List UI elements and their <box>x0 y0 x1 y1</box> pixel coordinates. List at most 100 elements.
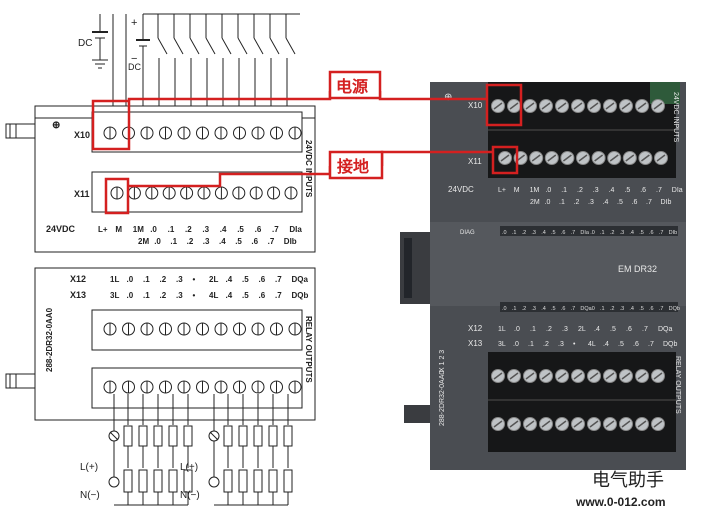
output-load <box>153 394 163 505</box>
drawing-x13-label: X13 <box>70 290 86 300</box>
x12-terminal <box>122 322 135 336</box>
module-screw <box>622 151 637 165</box>
led-label: .7 <box>659 230 664 236</box>
terminal-label: .7 <box>275 275 282 284</box>
led-label: .0 <box>502 230 507 236</box>
x12-terminal <box>214 322 228 336</box>
module-screw <box>523 99 537 113</box>
terminal-label: .1 <box>528 341 534 348</box>
power-box-module <box>485 83 523 127</box>
x13-terminal <box>251 380 265 394</box>
module-24v-label: 24VDC <box>448 185 474 194</box>
module-screw <box>560 151 575 165</box>
line-drawing: DC + − DC <box>5 13 316 506</box>
terminal-label: M <box>514 187 520 194</box>
terminal-label: .3 <box>588 199 594 206</box>
terminal-label: .5 <box>235 237 242 246</box>
terminal-label: DIb <box>661 199 672 206</box>
module-x10-label: X10 <box>468 101 483 110</box>
module-screw <box>523 369 537 383</box>
terminal-label: .2 <box>160 291 167 300</box>
terminal-label: .6 <box>632 199 638 206</box>
output-wiring <box>108 394 293 506</box>
module-screw <box>491 99 505 113</box>
terminal-label: 1L <box>110 275 119 284</box>
module-screw <box>591 151 606 165</box>
x11-terminal <box>145 186 159 200</box>
drawing-inputs-side: 24VDC INPUTS <box>304 140 313 198</box>
x13-terminal <box>288 380 302 394</box>
led-label: .4 <box>629 230 634 236</box>
terminal-label: DQb <box>292 291 309 300</box>
led-label: .3 <box>620 306 625 312</box>
module-screw <box>651 417 665 431</box>
x12-terminal <box>140 322 154 336</box>
x11-terminal <box>197 186 211 200</box>
terminal-label: .2 <box>543 341 549 348</box>
led-label: .0 <box>502 306 507 312</box>
terminal-label: .2 <box>577 187 583 194</box>
module-labels: ⊕ X10 X11 24VDC DIAG EM DR32 X12 X13 L+M… <box>439 92 683 426</box>
terminal-label: 1L <box>498 326 506 333</box>
led-label: .2 <box>610 306 615 312</box>
module-screw <box>651 369 665 383</box>
terminal-label: .4 <box>226 275 233 284</box>
output-load <box>138 394 148 505</box>
led-label: .5 <box>551 230 556 236</box>
terminal-label: .0 <box>545 187 551 194</box>
led-label: DQb <box>669 306 680 312</box>
output-load <box>268 394 278 505</box>
terminal-label: .5 <box>610 326 616 333</box>
terminal-label: .4 <box>219 237 226 246</box>
terminal-label: .0 <box>545 199 551 206</box>
terminal-label: .7 <box>656 187 662 194</box>
ground-callout-box <box>328 150 384 180</box>
x12-terminal <box>103 322 117 336</box>
terminal-label: .1 <box>561 187 567 194</box>
x11-terminal <box>214 186 228 200</box>
x11-terminal <box>284 186 298 200</box>
x10-terminal <box>270 126 283 140</box>
x11-terminal <box>110 186 124 200</box>
module-screw <box>607 151 622 165</box>
output-load <box>123 394 133 505</box>
terminal-label: .4 <box>609 187 615 194</box>
terminal-label: 1M <box>133 225 144 234</box>
terminal-label: DQa <box>292 275 309 284</box>
module-screw <box>544 151 559 165</box>
terminal-label: .3 <box>176 275 183 284</box>
module-screw <box>523 417 537 431</box>
x13-terminal <box>177 380 191 394</box>
terminal-label: .0 <box>513 341 519 348</box>
module-screw <box>619 417 633 431</box>
x11-terminal <box>249 186 263 200</box>
terminal-label: DIa <box>289 225 302 234</box>
x12-terminal <box>196 322 209 336</box>
led-label: .1 <box>600 306 605 312</box>
n-minus-label: N(−) <box>80 490 100 501</box>
l-plus-label-2: L(+) <box>180 462 198 473</box>
module-screw <box>587 99 601 113</box>
led-label: .6 <box>561 230 566 236</box>
module-screw <box>603 417 617 431</box>
module-screw <box>638 151 653 165</box>
led-label: .3 <box>531 306 536 312</box>
module-screw <box>619 99 633 113</box>
terminal-label: .0 <box>127 291 134 300</box>
drawing-x12-label: X12 <box>70 274 86 284</box>
ground-callout-text: 接地 <box>337 157 369 176</box>
x10-terminal <box>214 126 228 140</box>
terminal-label: 4L <box>588 341 596 348</box>
module-screw <box>498 151 512 165</box>
module-screw <box>571 99 585 113</box>
led-label: .1 <box>512 230 517 236</box>
module-x12-label: X12 <box>468 324 483 333</box>
module-screw <box>603 99 617 113</box>
module-screw <box>507 369 521 383</box>
terminal-label: .3 <box>593 187 599 194</box>
module-logo: ⊕ <box>444 92 452 103</box>
terminal-label: .1 <box>143 291 150 300</box>
terminal-label: M <box>115 225 122 234</box>
module-inputs-side: 24VDC INPUTS <box>672 92 679 143</box>
